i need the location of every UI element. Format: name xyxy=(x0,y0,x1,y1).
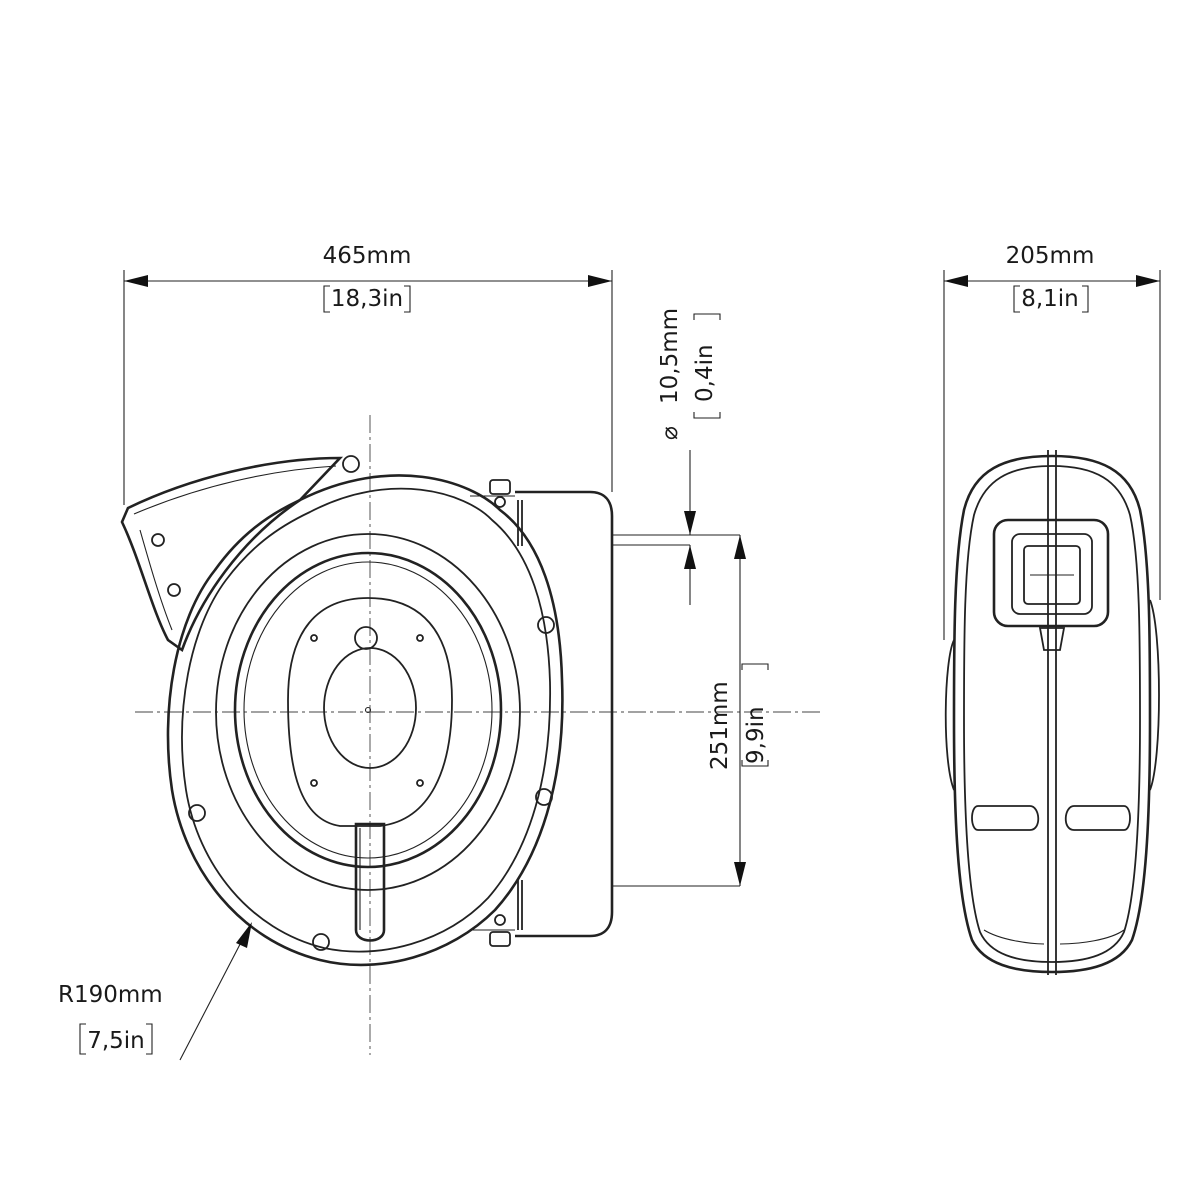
handle xyxy=(354,822,386,942)
width-in-label: 18,3in xyxy=(331,286,403,312)
side-view xyxy=(944,450,1160,975)
vent-slot-right xyxy=(1064,805,1131,831)
depth-dimension: 205mm 8,1in xyxy=(943,243,1161,640)
outer-housing xyxy=(166,474,564,967)
spacing-dimension: 251mm 9,9in xyxy=(707,535,769,886)
radius-mm-label: R190mm xyxy=(58,982,163,1008)
depth-mm-label: 205mm xyxy=(1006,243,1095,269)
guide-screw-2 xyxy=(167,583,181,597)
housing-screws xyxy=(188,455,555,951)
hub-bolts xyxy=(310,634,424,787)
hole-dimension: ⌀ 10,5mm 0,4in xyxy=(657,308,721,605)
front-view xyxy=(120,415,820,1055)
vent-slot-left xyxy=(971,805,1040,831)
side-housing xyxy=(952,454,1152,974)
reel-ring-outer xyxy=(215,533,521,891)
hole-in-label: 0,4in xyxy=(692,344,718,402)
radius-in-label: 7,5in xyxy=(87,1028,145,1054)
spacing-mm-label: 251mm xyxy=(707,681,733,770)
hole-mm-label: 10,5mm xyxy=(657,308,683,404)
hub-hole xyxy=(354,626,378,650)
radius-dimension: R190mm 7,5in xyxy=(58,922,252,1061)
hub-plate xyxy=(287,597,453,827)
hose-guide-arm xyxy=(120,456,344,653)
hole-symbol: ⌀ xyxy=(657,426,683,440)
mounting-bracket xyxy=(470,479,614,947)
width-dimension: 465mm 18,3in xyxy=(123,243,613,505)
spacing-in-label: 9,9in xyxy=(743,706,769,764)
depth-in-label: 8,1in xyxy=(1021,286,1079,312)
hose-outlet-frame xyxy=(992,518,1110,628)
width-mm-label: 465mm xyxy=(323,243,412,269)
reel-ring-inner xyxy=(233,551,503,869)
guide-screw-1 xyxy=(151,533,165,547)
